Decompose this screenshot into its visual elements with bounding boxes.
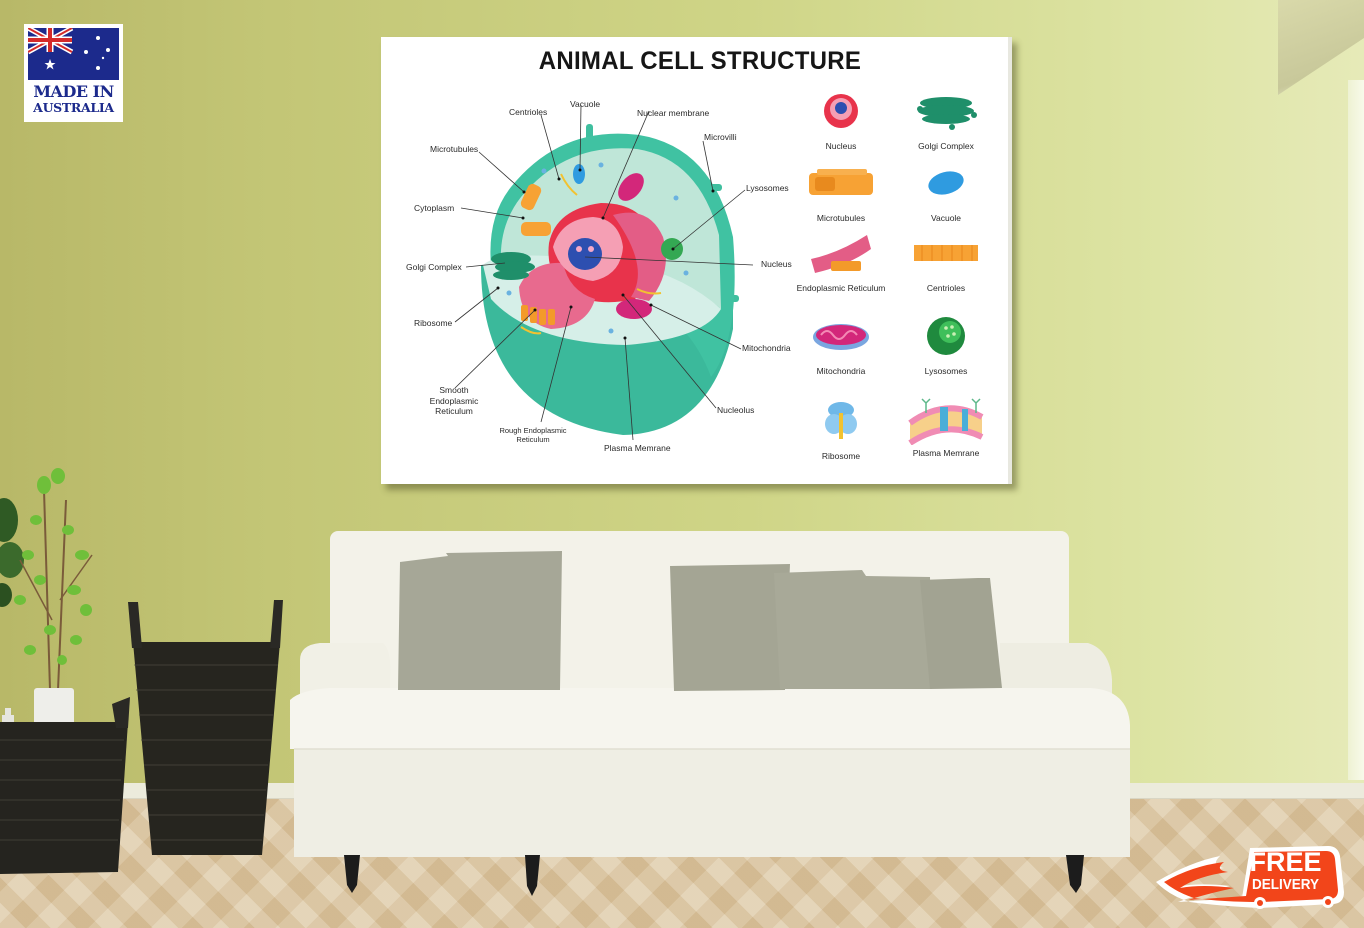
dark-plant <box>0 498 24 607</box>
made-in-text: MADE IN <box>33 82 114 101</box>
vacuole-icon <box>928 171 964 195</box>
er-icon <box>811 235 871 273</box>
legend-ribosome: Ribosome <box>786 397 896 461</box>
label-lysosomes: Lysosomes <box>746 183 789 193</box>
delivery-truck-icon <box>1156 846 1344 909</box>
legend-lysosomes: Lysosomes <box>891 312 1001 376</box>
label-nuclear-membrane: Nuclear membrane <box>637 108 710 118</box>
label-smooth-er-line3: Reticulum <box>435 406 473 417</box>
animal-cell-diagram <box>454 104 754 441</box>
legend-er: Endoplasmic Reticulum <box>786 229 896 293</box>
label-plasma-membrane: Plasma Memrane <box>604 443 671 453</box>
wicker-basket-low <box>0 697 130 874</box>
legend-microtubules: Microtubules <box>786 159 896 223</box>
label-nucleolus: Nucleolus <box>717 405 755 415</box>
label-rough-er-line2: Reticulum <box>516 435 550 445</box>
label-rough-er-line1: Rough Endoplasmic <box>499 426 567 435</box>
label-microvilli: Microvilli <box>704 132 737 142</box>
label-cytoplasm: Cytoplasm <box>414 203 455 213</box>
ribosome-icon <box>825 402 857 439</box>
legend-mitochondria: Mitochondria <box>786 312 896 376</box>
white-sofa <box>290 531 1130 896</box>
label-rough-er: Rough Endoplasmic Reticulum <box>493 426 573 445</box>
label-vacuole: Vacuole <box>570 99 601 109</box>
free-delivery-badge: FREE DELIVERY <box>1243 847 1328 893</box>
plasma-membrane-icon <box>908 398 984 445</box>
mitochondria-icon <box>813 324 869 350</box>
australia-text: AUSTRALIA <box>33 100 114 115</box>
label-nucleus: Nucleus <box>761 259 792 269</box>
australian-flag-icon <box>28 28 119 80</box>
label-ribosome: Ribosome <box>414 318 453 328</box>
label-mitochondria: Mitochondria <box>742 343 791 353</box>
label-smooth-er-line1: Smooth <box>439 385 469 395</box>
label-centrioles: Centrioles <box>509 107 548 117</box>
poster-title: ANIMAL CELL STRUCTURE <box>538 47 861 75</box>
wicker-basket-tall <box>128 600 283 855</box>
wall-edge <box>1348 80 1364 780</box>
delivery-text: DELIVERY <box>1251 876 1320 893</box>
golgi-icon <box>917 97 977 130</box>
microtubules-icon <box>809 169 873 195</box>
legend-centrioles: Centrioles <box>891 229 1001 293</box>
canvas-print: ANIMAL CELL STRUCTURE <box>381 37 1012 484</box>
made-in-australia-badge: MADE IN AUSTRALIA <box>24 24 123 122</box>
legend-plasma-membrane: Plasma Memrane <box>891 392 1001 458</box>
legend-vacuole: Vacuole <box>891 159 1001 223</box>
legend-nucleus: Nucleus <box>786 87 896 151</box>
label-smooth-er: Smooth Endoplasmic Reticulum <box>414 385 494 417</box>
legend-golgi: Golgi Complex <box>891 87 1001 151</box>
label-microtubules: Microtubules <box>430 144 479 154</box>
label-golgi-complex: Golgi Complex <box>406 262 462 272</box>
free-text: FREE <box>1249 847 1322 877</box>
centrioles-icon <box>914 245 978 261</box>
nucleus-icon <box>824 94 858 128</box>
label-smooth-er-line2: Endoplasmic <box>429 395 479 406</box>
lysosome-icon <box>927 317 965 355</box>
